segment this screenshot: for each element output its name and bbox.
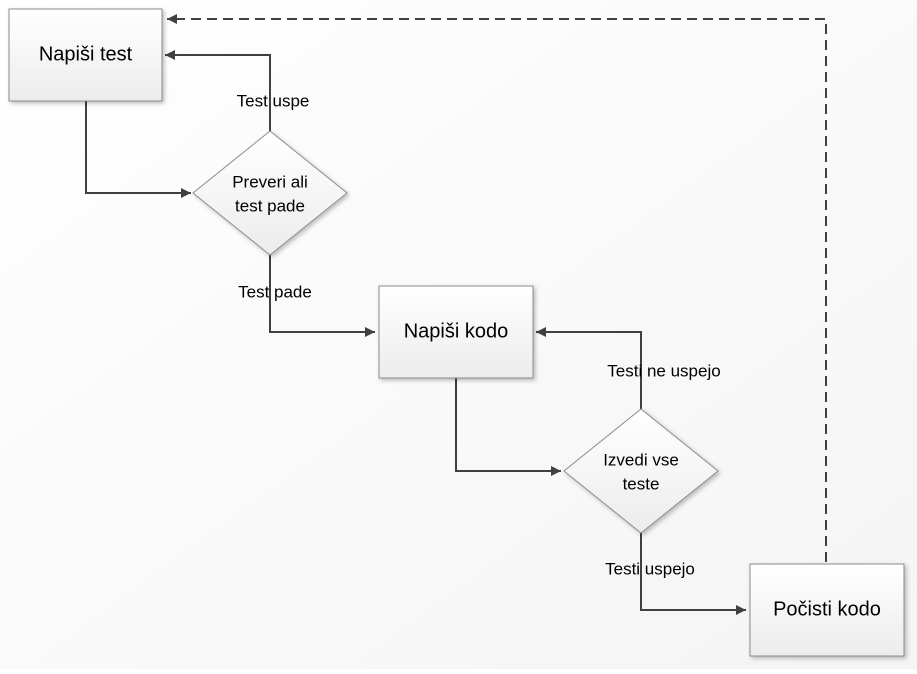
node-write-test-label: Napiši test [39, 43, 133, 65]
decision-run-tests-line2: teste [623, 474, 660, 493]
decision-check-fail-line1: Preveri ali [232, 172, 308, 191]
connector-write-test-to-check [85, 101, 191, 198]
decision-run-tests-line1: Izvedi vse [603, 450, 679, 469]
connector-tests-not-pass-loop [536, 327, 642, 409]
connector-test-fails-to-code [269, 255, 375, 337]
edge-label-test-fails: Test pade [238, 282, 312, 301]
edge-label-tests-not-pass: Testi ne uspejo [607, 361, 720, 380]
connector-code-to-run-tests [455, 378, 561, 476]
node-clean-code-label: Počisti kodo [773, 598, 881, 620]
decision-check-fail [192, 130, 348, 256]
node-write-code [378, 285, 534, 379]
node-clean-code [749, 563, 905, 657]
edge-label-test-passes: Test uspe [237, 91, 310, 110]
connector-test-passes-loop [165, 50, 271, 131]
node-write-test [8, 8, 163, 102]
edge-label-tests-pass: Testi uspejo [605, 559, 695, 578]
node-write-code-label: Napiši kodo [404, 320, 509, 342]
decision-check-fail-line2: test pade [235, 196, 305, 215]
connector-refactor-loop [167, 14, 827, 562]
connector-tests-pass-to-clean [640, 533, 746, 615]
decision-run-tests [563, 408, 719, 534]
